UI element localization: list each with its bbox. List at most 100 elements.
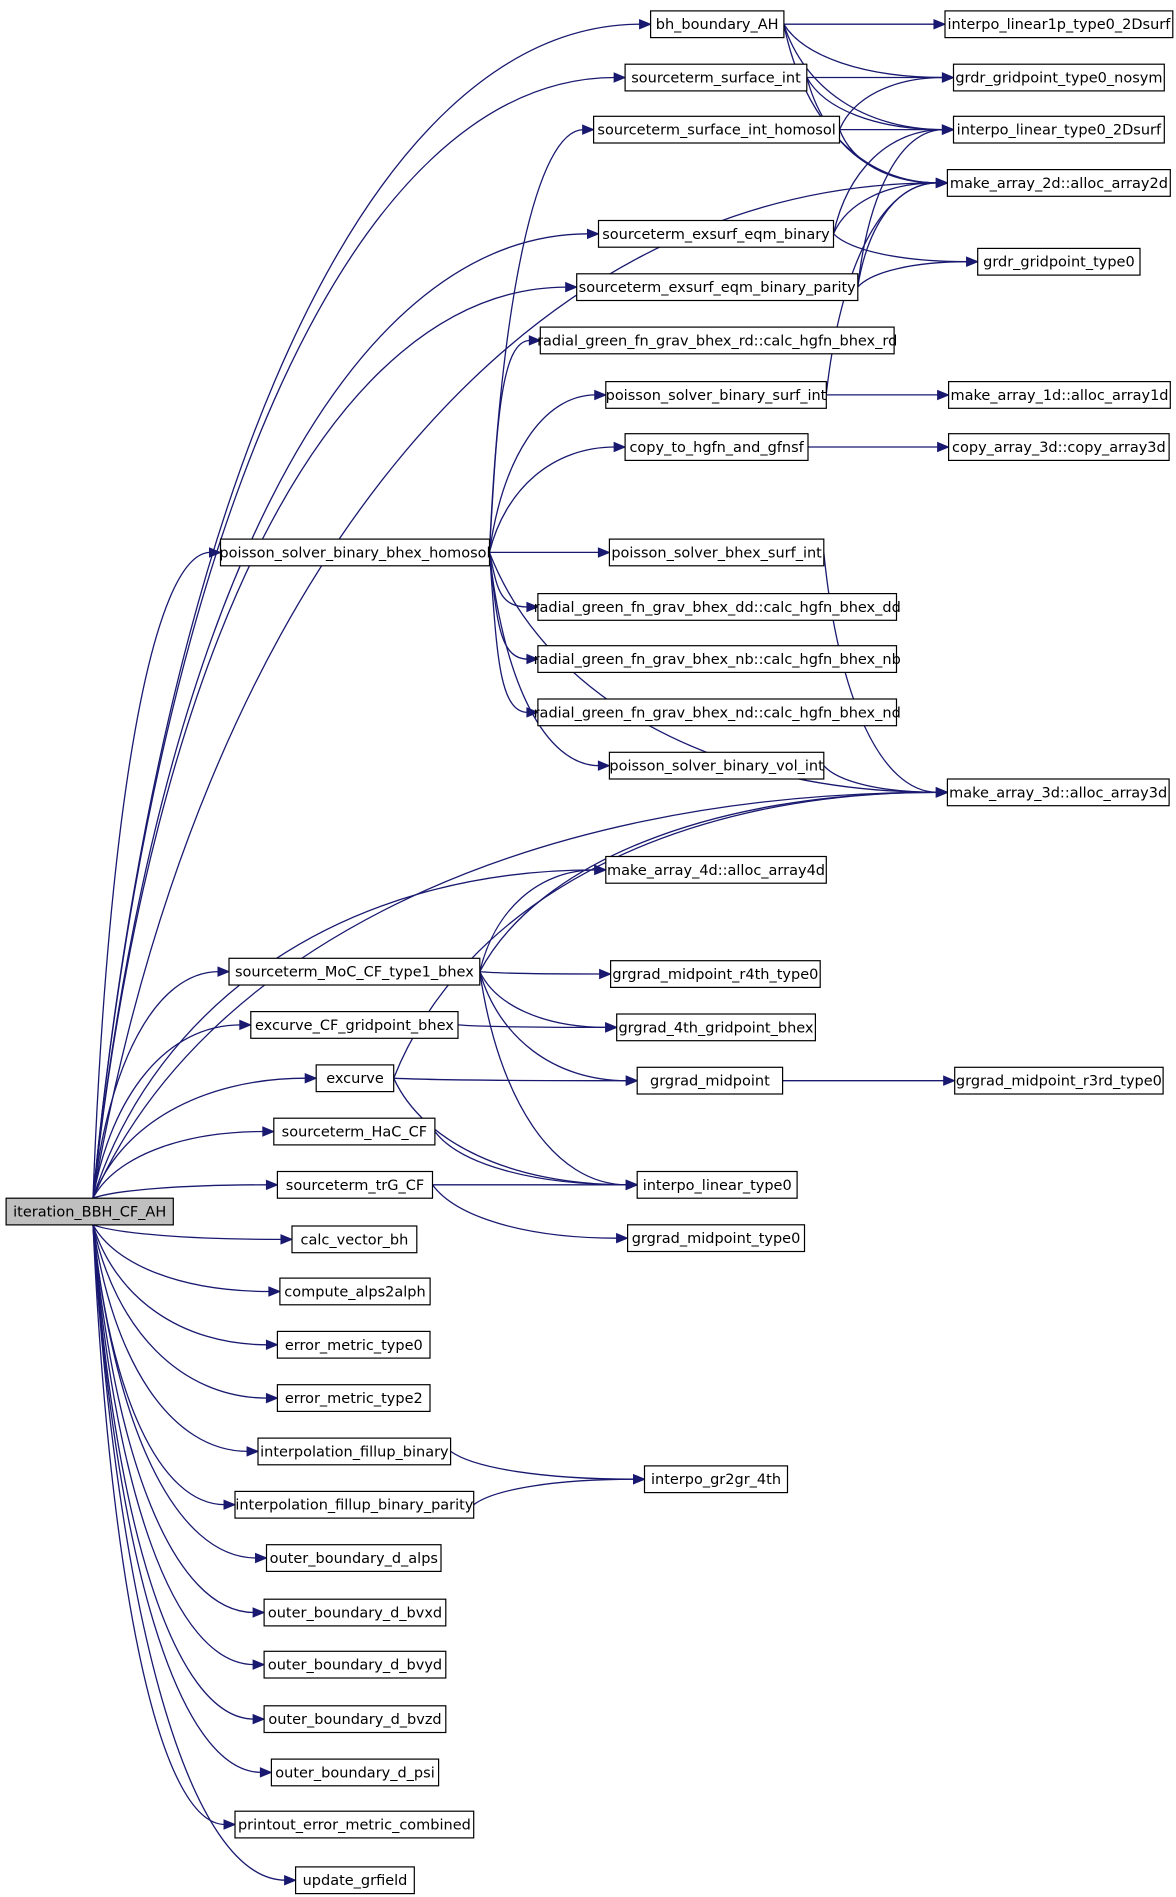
node-err2[interactable]: error_metric_type2 (276, 1384, 431, 1412)
node-box[interactable] (291, 1225, 418, 1254)
node-box[interactable] (263, 1598, 447, 1627)
node-box[interactable] (597, 219, 835, 248)
node-alloc4d[interactable]: make_array_4d::alloc_array4d (605, 855, 827, 884)
node-box[interactable] (947, 381, 1171, 409)
node-box[interactable] (537, 645, 898, 674)
node-box[interactable] (228, 957, 481, 986)
node-label: printout_error_metric_combined (238, 1818, 471, 1834)
node-box[interactable] (643, 1465, 789, 1494)
node-box[interactable] (616, 1013, 817, 1042)
node-box[interactable] (609, 960, 821, 989)
node-grdr0[interactable]: grdr_gridpoint_type0 (977, 247, 1141, 276)
node-psb-homo[interactable]: poisson_solver_binary_bhex_homosol (219, 538, 491, 567)
node-interp-2d[interactable]: interpo_linear_type0_2Dsurf (952, 115, 1165, 144)
node-box[interactable] (315, 1064, 395, 1093)
node-box[interactable] (250, 1010, 459, 1039)
node-box[interactable] (279, 1277, 431, 1306)
node-ob-psi[interactable]: outer_boundary_d_psi (270, 1758, 440, 1787)
node-psb-vol[interactable]: poisson_solver_binary_vol_int (608, 751, 825, 780)
node-box[interactable] (537, 698, 898, 727)
node-box[interactable] (295, 1866, 415, 1895)
node-ob-bvzd[interactable]: outer_boundary_d_bvzd (263, 1705, 447, 1734)
node-ob-bvyd[interactable]: outer_boundary_d_bvyd (263, 1650, 447, 1679)
node-interp0[interactable]: interpo_linear_type0 (636, 1170, 798, 1199)
node-grgrad4th[interactable]: grgrad_4th_gridpoint_bhex (616, 1013, 817, 1042)
node-box[interactable] (636, 1066, 784, 1095)
node-trg[interactable]: sourceterm_trG_CF (276, 1170, 434, 1199)
node-box[interactable] (263, 1650, 447, 1679)
node-hgfn-nd[interactable]: radial_green_fn_grav_bhex_nd::calc_hgfn_… (534, 698, 901, 727)
node-copy3d[interactable]: copy_array_3d::copy_array3d (947, 433, 1170, 462)
node-hac[interactable]: sourceterm_HaC_CF (273, 1117, 436, 1146)
node-alloc1d[interactable]: make_array_1d::alloc_array1d (947, 381, 1171, 409)
node-src-surf-homo[interactable]: sourceterm_surface_int_homosol (592, 115, 841, 144)
node-calc-vec[interactable]: calc_vector_bh (291, 1225, 418, 1254)
node-box[interactable] (5, 1197, 174, 1226)
node-ps-bhex-surf[interactable]: poisson_solver_bhex_surf_int (608, 538, 825, 567)
node-box[interactable] (276, 1384, 431, 1412)
node-grdr-nosym[interactable]: grdr_gridpoint_type0_nosym (952, 63, 1165, 92)
node-psb-surf[interactable]: poisson_solver_binary_surf_int (605, 381, 827, 409)
node-box[interactable] (257, 1437, 452, 1466)
node-gr2gr[interactable]: interpo_gr2gr_4th (643, 1465, 789, 1494)
node-bh-boundary[interactable]: bh_boundary_AH (649, 10, 785, 39)
node-box[interactable] (537, 592, 898, 621)
node-box[interactable] (977, 247, 1141, 276)
node-box[interactable] (219, 538, 491, 567)
node-box[interactable] (265, 1544, 442, 1572)
node-excurve[interactable]: excurve (315, 1064, 395, 1093)
node-src-exsurf[interactable]: sourceterm_exsurf_eqm_binary (597, 219, 835, 248)
node-err0[interactable]: error_metric_type0 (276, 1330, 431, 1359)
node-alloc3d[interactable]: make_array_3d::alloc_array3d (946, 778, 1170, 807)
node-box[interactable] (539, 326, 895, 355)
node-moc[interactable]: sourceterm_MoC_CF_type1_bhex (228, 957, 481, 986)
node-hgfn-dd[interactable]: radial_green_fn_grav_bhex_dd::calc_hgfn_… (534, 592, 901, 621)
node-box[interactable] (624, 63, 808, 92)
node-r3rd[interactable]: grgrad_midpoint_r3rd_type0 (954, 1066, 1164, 1095)
node-box[interactable] (626, 1224, 806, 1253)
node-box[interactable] (273, 1117, 436, 1146)
node-grgrad-mid0[interactable]: grgrad_midpoint_type0 (626, 1224, 806, 1253)
node-excurve-cf[interactable]: excurve_CF_gridpoint_bhex (250, 1010, 459, 1039)
node-ob-bvxd[interactable]: outer_boundary_d_bvxd (263, 1598, 447, 1627)
node-alps2alph[interactable]: compute_alps2alph (279, 1277, 431, 1306)
node-box[interactable] (234, 1810, 475, 1839)
node-box[interactable] (952, 115, 1165, 144)
node-ob-alps[interactable]: outer_boundary_d_alps (265, 1544, 442, 1572)
node-hgfn-nb[interactable]: radial_green_fn_grav_bhex_nb::calc_hgfn_… (534, 645, 901, 674)
node-interp1p[interactable]: interpo_linear1p_type0_2Dsurf (944, 10, 1174, 39)
node-box[interactable] (276, 1330, 431, 1359)
node-fill-par[interactable]: interpolation_fillup_binary_parity (234, 1490, 475, 1519)
node-box[interactable] (608, 538, 825, 567)
node-fill-bin[interactable]: interpolation_fillup_binary (257, 1437, 452, 1466)
node-box[interactable] (270, 1758, 440, 1787)
node-box[interactable] (605, 855, 827, 884)
node-grgrad-mid[interactable]: grgrad_midpoint (636, 1066, 784, 1095)
node-update[interactable]: update_grfield (295, 1866, 415, 1895)
node-box[interactable] (234, 1490, 475, 1519)
node-r4th[interactable]: grgrad_midpoint_r4th_type0 (609, 960, 821, 989)
node-box[interactable] (944, 10, 1174, 39)
node-box[interactable] (946, 169, 1171, 197)
node-printout[interactable]: printout_error_metric_combined (234, 1810, 475, 1839)
node-root[interactable]: iteration_BBH_CF_AH (5, 1197, 174, 1226)
node-box[interactable] (954, 1066, 1164, 1095)
node-alloc2d[interactable]: make_array_2d::alloc_array2d (946, 169, 1171, 197)
node-box[interactable] (952, 63, 1165, 92)
node-hgfn-rd[interactable]: radial_green_fn_grav_bhex_rd::calc_hgfn_… (537, 326, 897, 355)
node-copy-hgfn[interactable]: copy_to_hgfn_and_gfnsf (624, 433, 809, 462)
node-box[interactable] (605, 381, 827, 409)
node-src-exsurf-par[interactable]: sourceterm_exsurf_eqm_binary_parity (576, 273, 859, 302)
node-src-surf[interactable]: sourceterm_surface_int (624, 63, 808, 92)
node-box[interactable] (946, 778, 1170, 807)
node-box[interactable] (263, 1705, 447, 1734)
node-box[interactable] (624, 433, 809, 462)
node-label: radial_green_fn_grav_bhex_dd::calc_hgfn_… (534, 600, 901, 616)
node-box[interactable] (592, 115, 841, 144)
node-box[interactable] (576, 273, 859, 302)
node-box[interactable] (636, 1170, 798, 1199)
node-box[interactable] (649, 10, 785, 39)
node-box[interactable] (947, 433, 1170, 462)
node-box[interactable] (276, 1170, 434, 1199)
node-box[interactable] (608, 751, 825, 780)
